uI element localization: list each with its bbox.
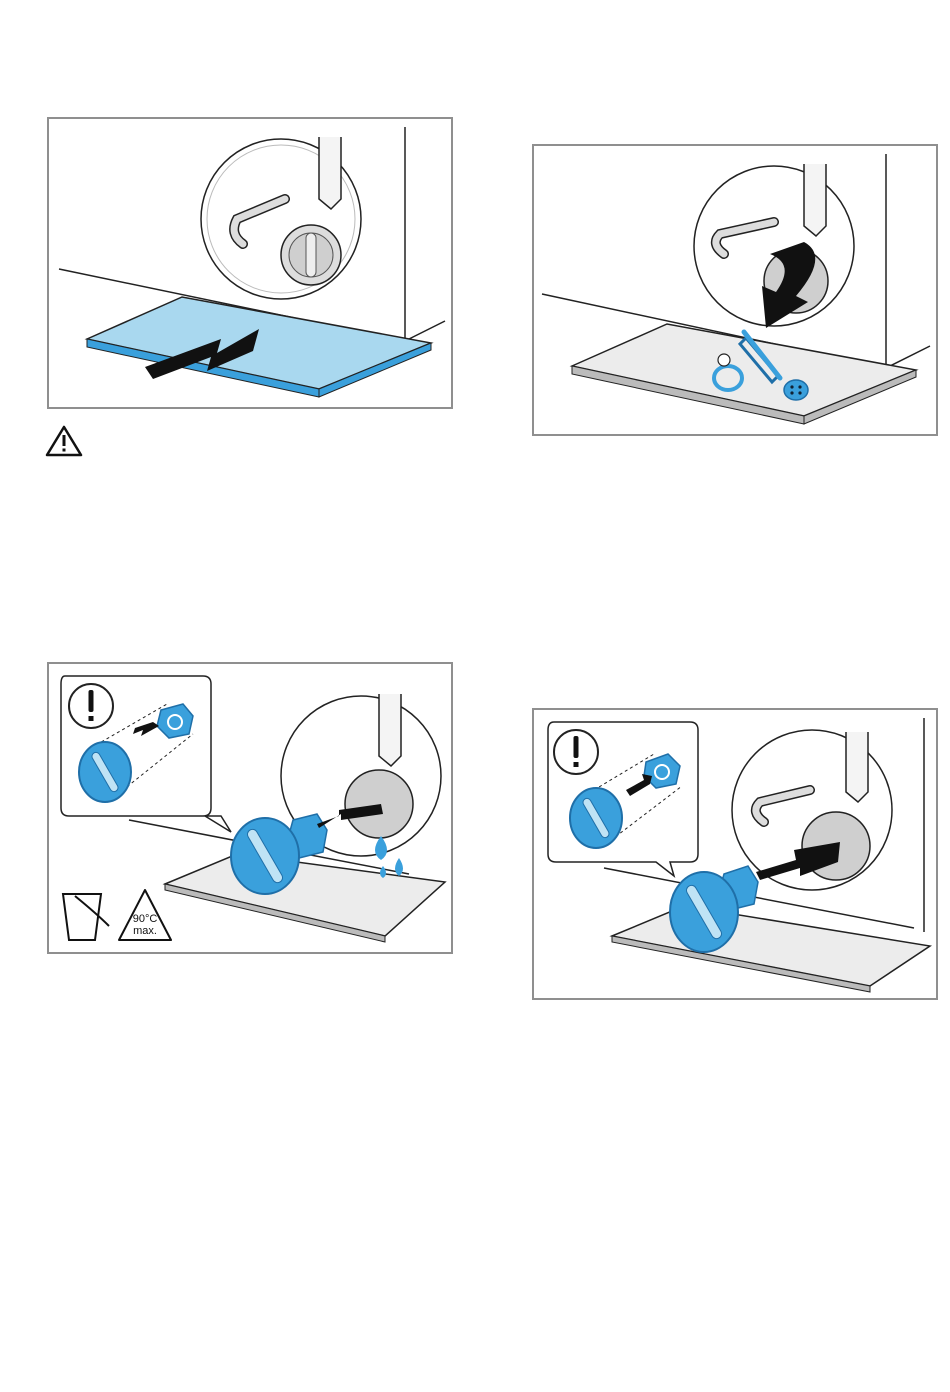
warning-triangle-icon (44, 424, 84, 458)
remove-debris-illustration (532, 144, 938, 436)
collection-tray (87, 297, 431, 397)
temperature-max-label: max. (133, 925, 157, 937)
temperature-warning-icon: 90°C max. (119, 890, 171, 940)
bucket-icon (63, 894, 109, 940)
place-tray-illustration (47, 117, 453, 409)
caution-callout (61, 676, 231, 832)
temperature-label: 90°C (133, 913, 158, 925)
caution-callout (548, 722, 698, 876)
magnifier-detail (201, 137, 361, 299)
button-icon (784, 380, 808, 400)
unscrew-filter-illustration: 90°C max. (47, 662, 453, 954)
reinsert-filter-illustration (532, 708, 938, 1000)
